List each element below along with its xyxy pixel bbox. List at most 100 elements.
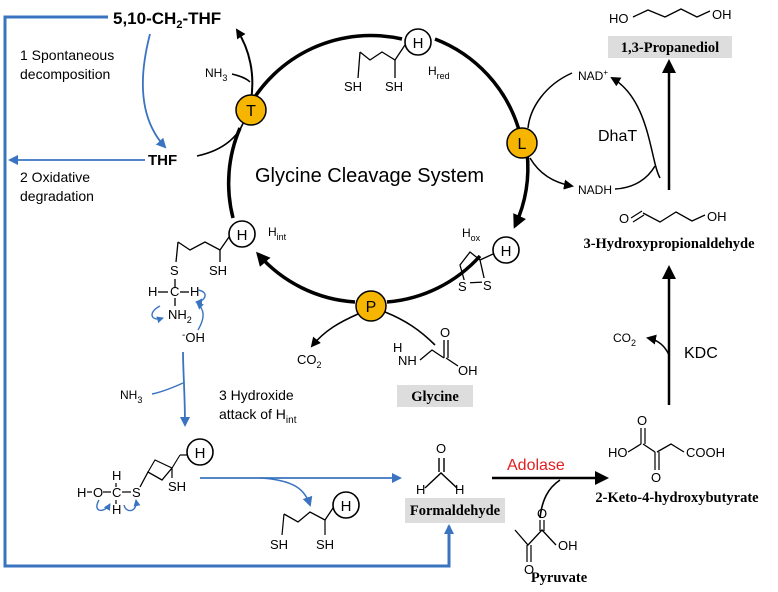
svg-text:OH: OH [707,209,727,224]
svg-text:HO: HO [609,11,629,26]
svg-text:H: H [393,340,402,355]
methylene-thf-label: 5,10-CH2-THF [113,9,221,31]
svg-text:HO: HO [608,445,628,460]
svg-text:2 Oxidative: 2 Oxidative [20,169,90,185]
pdo-structure: HO OH [609,7,732,26]
svg-text:H: H [237,227,248,244]
svg-text:attack of Hint: attack of Hint [219,406,297,426]
svg-text:O: O [537,506,547,521]
svg-text:OH: OH [712,7,732,22]
svg-text:Hox: Hox [462,226,481,243]
svg-text:SH: SH [385,79,403,94]
svg-text:Hint: Hint [268,225,287,242]
glycine-name-box [397,385,473,407]
dhat-label: DhaT [598,128,637,145]
svg-text:SH: SH [344,79,362,94]
kdc-label: KDC [684,345,718,362]
svg-text:C: C [112,485,121,500]
cycle-title: Glycine Cleavage System [255,165,484,187]
svg-text:decomposition: decomposition [20,66,110,82]
svg-text:O: O [637,413,647,428]
svg-text:OH: OH [458,363,478,378]
step3-arrow [179,351,190,427]
svg-text:O: O [651,470,661,485]
p-co2-arrow [310,313,359,348]
svg-text:O: O [93,485,103,500]
svg-text:O: O [619,211,629,226]
step3-nh3-line [151,382,184,395]
svg-text:O: O [440,325,450,340]
svg-text:C: C [170,284,179,299]
svg-text:degradation: degradation [20,188,94,204]
kdc-co2-arrow [646,334,670,356]
pdo-name-box [608,36,732,58]
svg-text:T: T [246,103,256,120]
reduced-lipoyl-bottom: H SH SH [270,491,360,552]
t-nh3-line [231,73,251,83]
svg-text:S: S [170,263,179,278]
step1-arrow [142,33,167,149]
thf-label: THF [148,152,177,169]
svg-text:S: S [483,278,492,293]
svg-text:O: O [436,441,446,456]
svg-text:P: P [366,299,377,316]
svg-text:SH: SH [270,537,288,552]
t-to-methylene-arrow [235,28,254,101]
svg-text:H: H [501,243,512,260]
to-reduced-lipoyl-arrow [259,477,313,507]
dhat-nad-arrow [610,76,661,179]
step1-label: 1 Spontaneous decomposition [20,47,114,82]
protein-l: L [506,127,538,159]
step2-label: 2 Oxidative degradation [20,169,94,204]
nad-line [527,72,573,129]
nad-plus-label: NAD+ [578,68,608,83]
svg-text:NH: NH [398,353,417,368]
hpa-name: 3-Hydroxypropionaldehyde [583,236,755,252]
formaldehyde-name: Formaldehyde [410,503,501,519]
glycine-name: Glycine [411,389,459,405]
svg-text:O: O [524,562,534,577]
svg-text:S: S [132,485,141,500]
svg-text:1 Spontaneous: 1 Spontaneous [20,47,114,63]
h-ox-lipoyl: Hox H S S [458,226,520,294]
pyruvate-name: Pyruvate [531,570,588,586]
keto-structure: HO O O COOH [608,413,725,485]
nadh-arrow [529,157,574,190]
h-int-lipoyl: H Hint SH S H C H NH2 -OH [148,220,287,345]
p-co2-label: CO2 [297,352,322,370]
svg-text:COOH: COOH [686,445,725,460]
svg-text:H: H [455,482,464,497]
formaldehyde-name-box [405,498,505,523]
pyruvate-in-line [539,479,561,519]
svg-text:-OH: -OH [182,330,205,345]
step3-label: 3 Hydroxide attack of Hint [219,387,297,426]
svg-text:SH: SH [316,537,334,552]
svg-text:Hred: Hred [428,64,450,81]
step3-nh3-label: NH3 [120,388,142,405]
svg-text:NH2: NH2 [168,307,192,325]
protein-p: P [355,290,387,322]
svg-text:H: H [77,485,86,500]
glycine-structure: H NH O OH [393,325,478,378]
adolase-label: Adolase [507,457,565,474]
glycine-in-line [384,311,436,346]
h-red-lipoyl: H SH SH Hred [344,28,450,94]
protein-t: T [235,94,267,126]
pyruvate-structure: O O OH [514,506,578,577]
svg-text:SH: SH [168,479,186,494]
t-nh3-label: NH3 [205,66,227,83]
kdc-co2-label: CO2 [613,331,636,348]
nadh-label: NADH [578,183,612,197]
hydroxymethyl-lipoyl: H O C H H S SH H [77,438,214,517]
svg-text:SH: SH [209,263,227,278]
dhat-nadh-line [614,165,656,190]
keto-name: 2-Keto-4-hydroxybutyrate [595,490,759,506]
svg-text:H: H [148,284,157,299]
blue-feedback-loop [3,15,454,568]
svg-text:S: S [458,279,467,294]
svg-text:H: H [195,445,206,462]
formaldehyde-structure: O H H [416,441,464,497]
svg-text:H: H [413,35,424,52]
svg-text:H: H [112,468,121,483]
